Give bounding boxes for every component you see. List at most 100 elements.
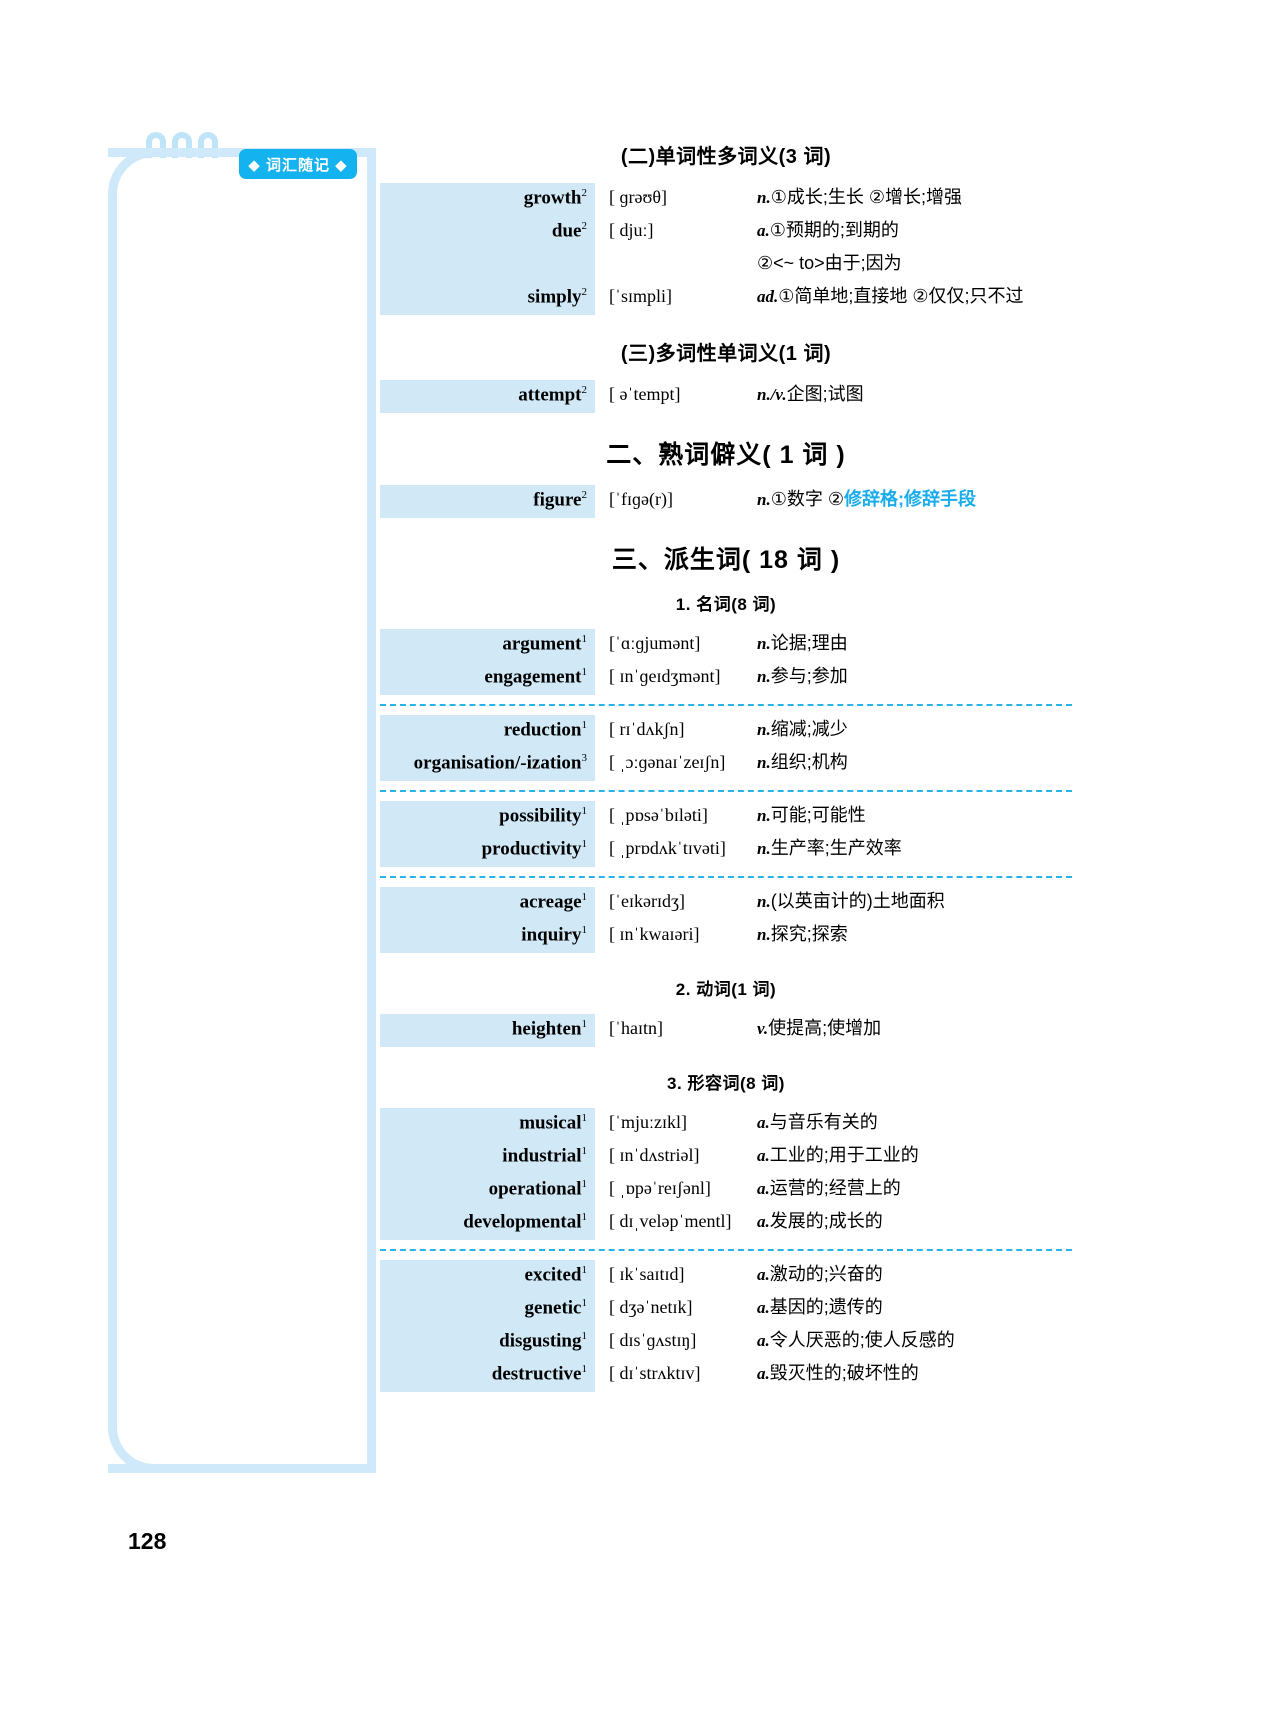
entry-group: reduction1[ rɪˈdʌkʃn]n.缩减;减少 organisation…: [376, 715, 1076, 781]
definition-continuation-row: ②<~ to>由于;因为: [376, 249, 1076, 282]
page-number: 128: [128, 1528, 167, 1554]
major-section-heading: 三、派生词( 18 词 ): [611, 546, 841, 574]
spacer: [376, 953, 1076, 975]
headword-highlight-band: [380, 715, 595, 781]
headword-highlight-band: [380, 485, 595, 518]
entry-rows: figure2[ˈfɪɡə(r)]n.①数字 ②修辞格;修辞手段: [376, 485, 1076, 518]
dashed-separator: [380, 876, 1072, 878]
headword-level-superscript: 1: [581, 718, 588, 731]
entry-group: heighten1[ˈhaɪtn]v.使提高;使增加: [376, 1014, 1076, 1047]
notebook-frame: [108, 148, 368, 1473]
phonetic-transcription: [ ɪnˈkwaɪəri]: [609, 924, 700, 944]
headword-highlight-band: [380, 1108, 595, 1240]
word-definition: n.论据;理由: [757, 633, 848, 653]
word-definition: a.令人厌恶的;使人反感的: [757, 1330, 955, 1350]
part-of-speech: n.: [757, 839, 771, 858]
word-definition: a.与音乐有关的: [757, 1112, 878, 1132]
phonetic-transcription: [ ɪkˈsaɪtɪd]: [609, 1264, 685, 1284]
headword-level-superscript: 1: [581, 1144, 588, 1157]
headword-level-superscript: 1: [581, 1296, 588, 1309]
part-of-speech: v.: [757, 1019, 769, 1038]
vocabulary-entry-row: inquiry1[ ɪnˈkwaɪəri]n.探究;探索: [376, 920, 1076, 953]
word-definition: n.组织;机构: [757, 752, 848, 772]
vocabulary-entry-row: due2[ djuː]a.①预期的;到期的: [376, 216, 1076, 249]
entry-group: attempt2[ əˈtempt]n./v.企图;试图: [376, 380, 1076, 413]
section-heading: (三)多词性单词义(1 词): [620, 343, 832, 365]
spacer: [376, 615, 1076, 629]
notebook-frame-right-edge: [367, 148, 376, 1473]
headword: destructive1: [491, 1362, 587, 1384]
spiral-ring-icon: [172, 132, 192, 158]
spacer: [376, 1094, 1076, 1108]
word-definition: ad.①简单地;直接地 ②仅仅;只不过: [757, 286, 1024, 306]
phonetic-transcription: [ djuː]: [609, 220, 654, 240]
headword-level-superscript: 2: [581, 219, 588, 232]
word-definition: a.工业的;用于工业的: [757, 1145, 919, 1165]
part-of-speech: n.: [757, 925, 771, 944]
word-definition: v.使提高;使增加: [757, 1018, 882, 1038]
major-section-heading: 二、熟词僻义( 1 词 ): [606, 441, 846, 469]
headword: operational1: [488, 1177, 587, 1199]
headword-level-superscript: 1: [581, 923, 588, 936]
word-definition: a.毁灭性的;破坏性的: [757, 1363, 919, 1383]
headword-level-superscript: 1: [581, 1263, 588, 1276]
spiral-ring-icon: [198, 132, 218, 158]
headword: disgusting1: [499, 1329, 587, 1351]
headword-highlight-band: [380, 1260, 595, 1392]
headword-level-superscript: 1: [581, 804, 588, 817]
headword: industrial1: [502, 1144, 588, 1166]
headword-level-superscript: 3: [581, 751, 588, 764]
vocabulary-entry-row: acreage1[ˈeɪkərɪdʒ]n.(以英亩计的)土地面积: [376, 887, 1076, 920]
part-of-speech: a.: [757, 1146, 770, 1165]
headword: organisation/-ization3: [413, 751, 588, 773]
vocabulary-entry-row: excited1[ ɪkˈsaɪtɪd]a.激动的;兴奋的: [376, 1260, 1076, 1293]
part-of-speech: a.: [757, 1364, 770, 1383]
headword: simply2: [527, 285, 588, 307]
vocabulary-entry-row: musical1[ˈmjuːzɪkl]a.与音乐有关的: [376, 1108, 1076, 1141]
headword-level-superscript: 1: [581, 837, 588, 850]
phonetic-transcription: [ˈsɪmpli]: [609, 286, 672, 306]
vocabulary-content: (二)单词性多词义(3 词)growth2[ ɡrəʊθ]n.①成长;生长 ②增…: [376, 140, 1076, 1392]
phonetic-transcription: [ dɪsˈɡʌstɪŋ]: [609, 1330, 697, 1350]
headword-level-superscript: 2: [581, 186, 588, 199]
part-of-speech: n.: [757, 720, 771, 739]
subsection-heading: 1. 名词(8 词): [675, 595, 777, 614]
headword-level-superscript: 2: [581, 383, 588, 396]
vocabulary-entry-row: industrial1[ ɪnˈdʌstriəl]a.工业的;用于工业的: [376, 1141, 1076, 1174]
entry-rows: heighten1[ˈhaɪtn]v.使提高;使增加: [376, 1014, 1076, 1047]
headword-level-superscript: 1: [581, 1017, 588, 1030]
part-of-speech: n.: [757, 753, 771, 772]
headword: attempt2: [518, 383, 588, 405]
headword-level-superscript: 1: [581, 890, 588, 903]
headword: figure2: [533, 488, 587, 510]
headword-highlight-band: [380, 380, 595, 413]
spacer: [376, 413, 1076, 435]
headword-highlight-band: [380, 801, 595, 867]
phonetic-transcription: [ ˌɔːɡənaɪˈzeɪʃn]: [609, 752, 726, 772]
spacer: [376, 471, 1076, 485]
vocabulary-entry-row: operational1[ ˌɒpəˈreɪʃənl]a.运营的;经营上的: [376, 1174, 1076, 1207]
headword-highlight-band: [380, 887, 595, 953]
word-definition: a.发展的;成长的: [757, 1211, 883, 1231]
part-of-speech: a.: [757, 1113, 770, 1132]
word-definition: a.运营的;经营上的: [757, 1178, 901, 1198]
vocabulary-entry-row: reduction1[ rɪˈdʌkʃn]n.缩减;减少: [376, 715, 1076, 748]
highlighted-definition: 修辞格;修辞手段: [844, 489, 976, 509]
word-definition: ②<~ to>由于;因为: [757, 253, 902, 273]
phonetic-transcription: [ˈmjuːzɪkl]: [609, 1112, 687, 1132]
part-of-speech: n.: [757, 667, 771, 686]
headword-level-superscript: 2: [581, 285, 588, 298]
phonetic-transcription: [ ɡrəʊθ]: [609, 187, 667, 207]
word-definition: n.(以英亩计的)土地面积: [757, 891, 945, 911]
part-of-speech: a.: [757, 1212, 770, 1231]
headword: acreage1: [519, 890, 588, 912]
vocabulary-entry-row: possibility1[ ˌpɒsəˈbɪləti]n.可能;可能性: [376, 801, 1076, 834]
